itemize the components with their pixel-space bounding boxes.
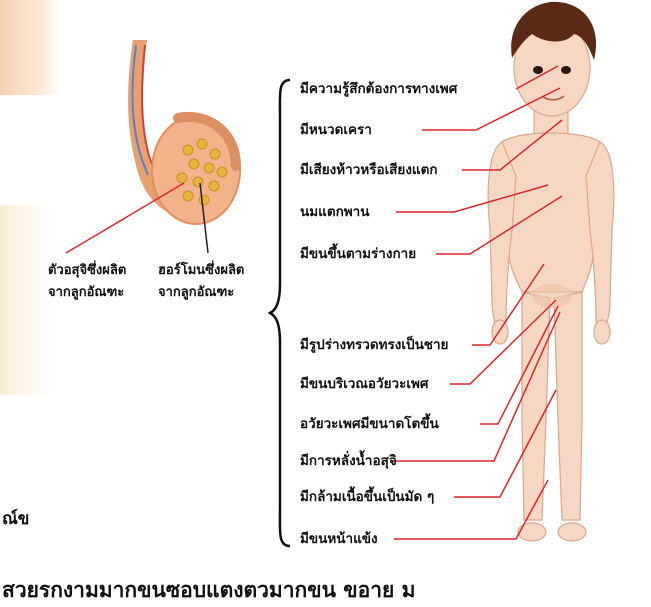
trait-beard: มีหนวดเครา (300, 122, 372, 138)
trait-deep-voice: มีเสียงห้าวหรือเสียงแตก (300, 162, 438, 178)
left-cut-text: ณ์ข (2, 505, 29, 532)
trait-ejaculation: มีการหลั่งน้ำอสุจิ (300, 453, 397, 469)
bottom-cut-text: สวยรกงามมากขนซอบแตงตวมากขน ขอาย ม (2, 574, 416, 607)
trait-pubic-hair: มีขนบริเวณอวัยวะเพศ (300, 376, 428, 392)
trait-shin-hair: มีขนหน้าแข้ง (300, 531, 378, 547)
trait-sexual-desire: มีความรู้สึกต้องการทางเพศ (300, 81, 457, 97)
trait-male-shape: มีรูปร่างทรวดทรงเป็นชาย (300, 337, 448, 353)
trait-muscle: มีกล้ามเนื้อขึ้นเป็นมัด ๆ (300, 489, 434, 505)
trait-body-hair: มีขนขึ้นตามร่างกาย (300, 246, 416, 262)
trait-breast-bud: นมแตกพาน (300, 204, 369, 220)
trait-genital-growth: อวัยวะเพศมีขนาดโตขึ้น (300, 416, 439, 432)
